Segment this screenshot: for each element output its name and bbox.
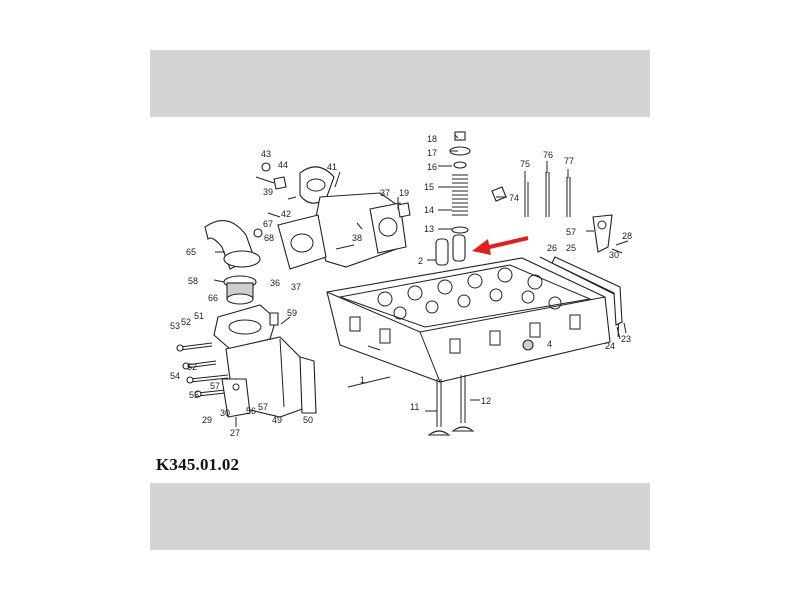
callout-76: 76 [543,150,553,160]
callout-12: 12 [481,396,491,406]
callout-57b: 57 [210,381,220,391]
valves [427,375,475,436]
fitting-59 [269,312,279,326]
callout-11: 11 [410,402,419,412]
callout-77: 77 [564,156,574,166]
callout-75: 75 [520,159,530,169]
small-nuts-left [261,162,411,218]
callout-14: 14 [424,205,434,215]
callout-39: 39 [263,187,273,197]
callout-43: 43 [261,149,271,159]
callout-54: 54 [170,371,180,381]
thermostat-housing [213,304,317,418]
highlight-arrow [472,236,529,255]
callout-50: 50 [303,415,313,425]
callout-19: 19 [399,188,409,198]
callout-13: 13 [424,224,434,234]
valve-spring-stack [435,131,471,266]
callout-56: 56 [246,406,256,416]
callout-29: 29 [202,415,212,425]
callout-27: 27 [230,428,240,438]
callout-24: 24 [605,341,615,351]
callout-65: 65 [186,247,196,257]
callout-17: 17 [427,148,437,158]
callout-1: 1 [360,375,365,385]
callout-53: 53 [170,321,180,331]
callout-37a: 37 [291,282,301,292]
callout-59: 59 [287,308,297,318]
callout-15: 15 [424,182,434,192]
callout-36: 36 [270,278,280,288]
head-bolts [491,172,571,217]
callout-74: 74 [509,193,519,203]
callout-2: 2 [418,256,423,266]
callout-51: 51 [194,311,204,321]
top-gray-band [150,50,650,117]
callout-55: 55 [189,390,199,400]
housing-bolts-left [176,342,235,398]
callout-57a: 57 [566,227,576,237]
callout-42: 42 [281,209,291,219]
callout-44: 44 [278,160,288,170]
callout-37b: 37 [380,188,390,198]
mounting-bracket-lower [221,378,251,427]
callout-41: 41 [327,162,337,172]
callout-30a: 30 [609,250,619,260]
callout-30b: 30 [220,408,230,418]
cylinder-head [326,256,621,383]
thermostat [223,275,257,305]
callout-38: 38 [352,233,362,243]
callout-68: 68 [264,233,274,243]
bottom-gray-band [150,483,650,550]
lifting-bracket-right [592,214,623,254]
exhaust-manifold [277,166,407,270]
callout-49: 49 [272,415,282,425]
callout-58: 58 [188,276,198,286]
callout-52a: 52 [181,317,191,327]
callout-18: 18 [427,134,437,144]
callout-52b: 52 [187,362,197,372]
callout-4: 4 [547,339,552,349]
callout-26: 26 [547,243,557,253]
callout-labels: 43 44 39 41 42 67 68 65 36 37 37 19 38 1… [170,134,632,438]
leader-lines [213,134,629,412]
callout-16: 16 [427,162,437,172]
callout-25: 25 [566,243,576,253]
callout-28: 28 [622,231,632,241]
side-gasket [551,256,623,326]
exploded-parts-diagram: 43 44 39 41 42 67 68 65 36 37 37 19 38 1… [150,117,650,483]
callout-66: 66 [208,293,218,303]
callout-23: 23 [621,334,631,344]
callout-57c: 57 [258,402,268,412]
water-outlet-elbow [204,220,263,270]
callout-67: 67 [263,219,273,229]
drawing-code: K345.01.02 [156,455,240,474]
